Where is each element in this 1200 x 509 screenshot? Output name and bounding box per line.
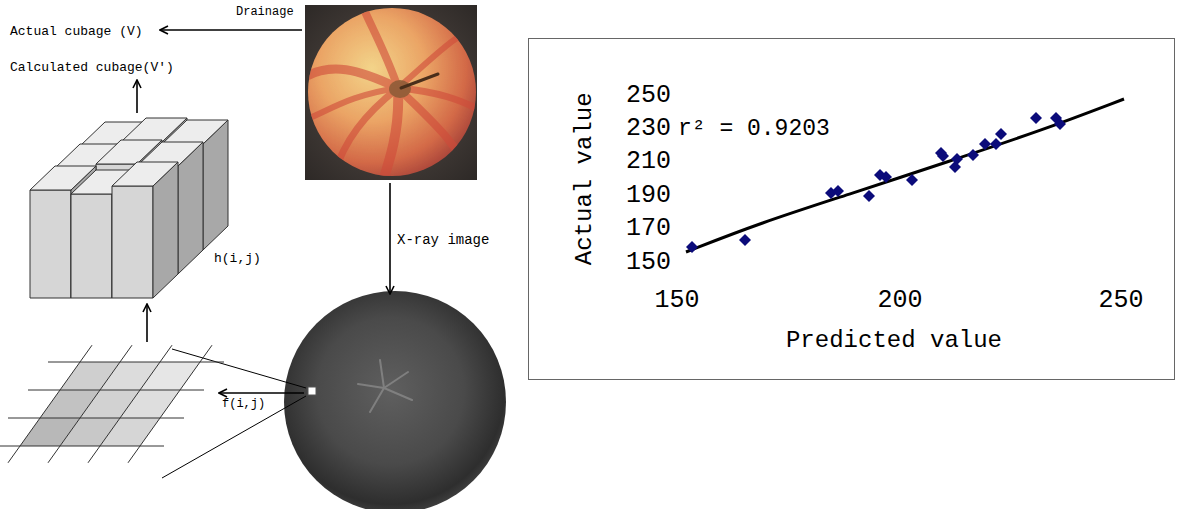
process-label: Drainage xyxy=(236,6,294,20)
column xyxy=(112,162,178,298)
chart-frame: 250 230 r² = 0.9203 210 190 170 150 Actual valu… xyxy=(528,38,1175,380)
grid-line xyxy=(28,390,204,391)
column-front xyxy=(30,190,71,298)
tick-label: 170 xyxy=(626,215,671,244)
variable-label: h(i,j) xyxy=(214,252,261,267)
tick-label: 250 xyxy=(1098,287,1143,316)
grid-cell xyxy=(140,362,200,390)
column-front xyxy=(71,194,112,298)
data-point xyxy=(1054,118,1066,130)
grid-line xyxy=(8,418,184,419)
column-top xyxy=(112,162,178,186)
grid-line xyxy=(88,345,172,463)
data-point xyxy=(863,190,875,202)
arrows xyxy=(137,30,390,393)
data-point xyxy=(995,128,1007,140)
column-block xyxy=(30,118,228,298)
apple-stripes xyxy=(300,0,480,190)
data-point xyxy=(739,234,751,246)
axis-title: Actual value xyxy=(570,93,598,266)
xray-image xyxy=(284,291,506,509)
data-point xyxy=(686,241,698,253)
tick-label: 150 xyxy=(626,249,671,278)
data-point xyxy=(990,138,1002,150)
block-to-volume-arrow xyxy=(136,80,138,113)
data-point xyxy=(1030,112,1042,124)
r-squared: r² = 0.9203 xyxy=(678,116,830,142)
grid-line xyxy=(8,345,92,463)
column-top xyxy=(162,120,228,144)
quantity-label: Calculated cubage(V') xyxy=(10,61,174,76)
grid-cell xyxy=(100,418,160,446)
column-front xyxy=(112,186,153,298)
pixel-marker xyxy=(308,387,316,395)
pixel-grid xyxy=(0,345,224,463)
tick-label: 210 xyxy=(626,148,671,177)
sampling-arrow xyxy=(219,392,304,394)
quantity-label: Actual cubage (V) xyxy=(10,25,143,40)
tick-label: 230 xyxy=(626,115,671,144)
tick-label: 190 xyxy=(626,182,671,211)
grid-cell xyxy=(120,390,180,418)
zoom-line xyxy=(162,396,306,478)
grid-line xyxy=(128,345,212,463)
data-point xyxy=(951,153,963,165)
xray-arrow xyxy=(389,183,391,294)
data-point xyxy=(967,149,979,161)
drainage-arrow xyxy=(160,29,302,31)
xray-apple xyxy=(284,291,506,509)
xray-core xyxy=(358,360,412,412)
apple-photo xyxy=(300,0,480,190)
grid-line xyxy=(48,345,132,463)
process-label: X-ray image xyxy=(397,232,489,248)
axis-title: Predicted value xyxy=(786,327,1002,355)
grid-line xyxy=(48,362,224,363)
grid-to-block-arrow xyxy=(146,304,148,342)
tick-label: 250 xyxy=(626,82,671,111)
apple-stem xyxy=(401,74,438,88)
tick-label: 150 xyxy=(654,287,699,316)
variable-label: f(i,j) xyxy=(222,398,265,412)
data-point xyxy=(937,150,949,162)
data-point xyxy=(832,185,844,197)
data-point xyxy=(906,174,918,186)
tick-label: 200 xyxy=(877,287,922,316)
data-point xyxy=(979,138,991,150)
data-point xyxy=(880,171,892,183)
